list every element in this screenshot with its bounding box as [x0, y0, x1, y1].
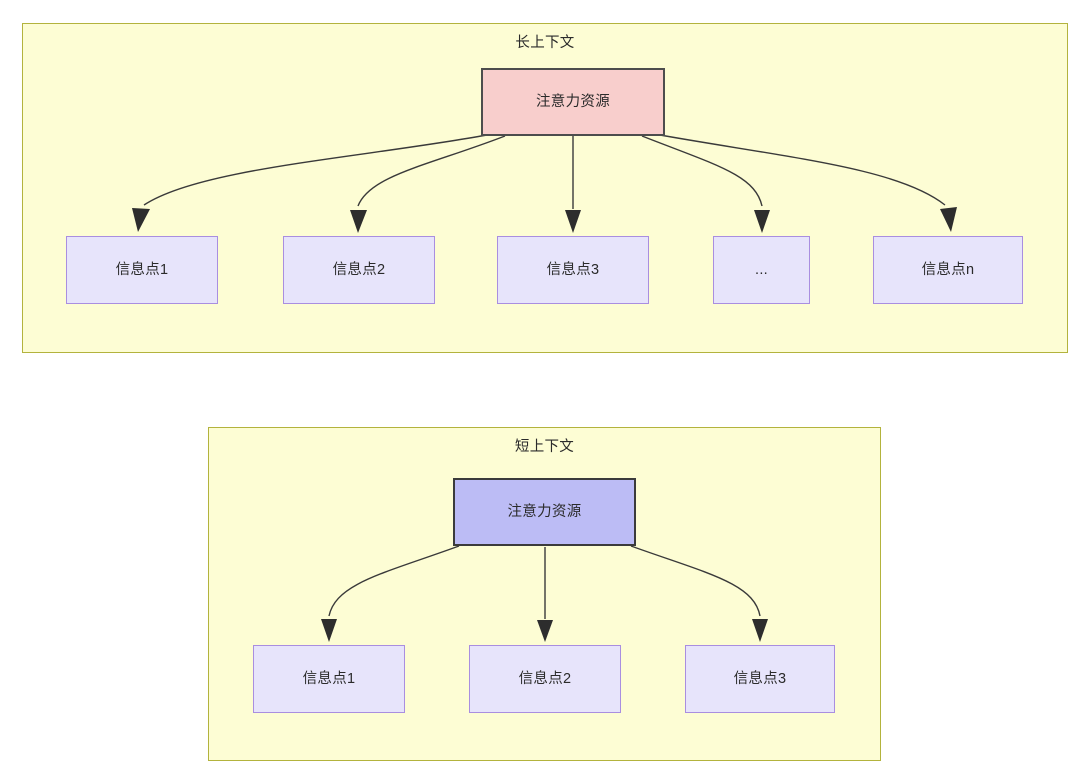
long-context-panel-title: 长上下文 [515, 35, 575, 51]
long-context-info-point-ellipsis[interactable]: ... [713, 236, 810, 304]
long-context-info-point-n-label: 信息点n [921, 261, 975, 278]
long-context-info-point-3-label: 信息点3 [546, 261, 600, 278]
long-context-info-point-2-label: 信息点2 [332, 261, 386, 278]
short-context-info-point-1-label: 信息点1 [302, 670, 356, 687]
long-context-info-point-2[interactable]: 信息点2 [283, 236, 435, 304]
short-context-info-point-2[interactable]: 信息点2 [469, 645, 621, 713]
long-context-info-point-1[interactable]: 信息点1 [66, 236, 218, 304]
long-context-info-point-n[interactable]: 信息点n [873, 236, 1023, 304]
short-context-info-point-3[interactable]: 信息点3 [685, 645, 835, 713]
long-context-info-point-1-label: 信息点1 [115, 261, 169, 278]
long-context-attention-resource-label: 注意力资源 [536, 93, 610, 110]
short-context-info-point-1[interactable]: 信息点1 [253, 645, 405, 713]
short-context-info-point-3-label: 信息点3 [733, 670, 787, 687]
short-context-attention-resource-node[interactable]: 注意力资源 [453, 478, 636, 546]
short-context-attention-resource-label: 注意力资源 [507, 503, 582, 520]
long-context-info-point-ellipsis-label: ... [755, 261, 768, 278]
short-context-info-point-2-label: 信息点2 [518, 670, 572, 687]
long-context-info-point-3[interactable]: 信息点3 [497, 236, 649, 304]
long-context-attention-resource-node[interactable]: 注意力资源 [481, 68, 665, 136]
short-context-panel-title: 短上下文 [514, 439, 575, 455]
